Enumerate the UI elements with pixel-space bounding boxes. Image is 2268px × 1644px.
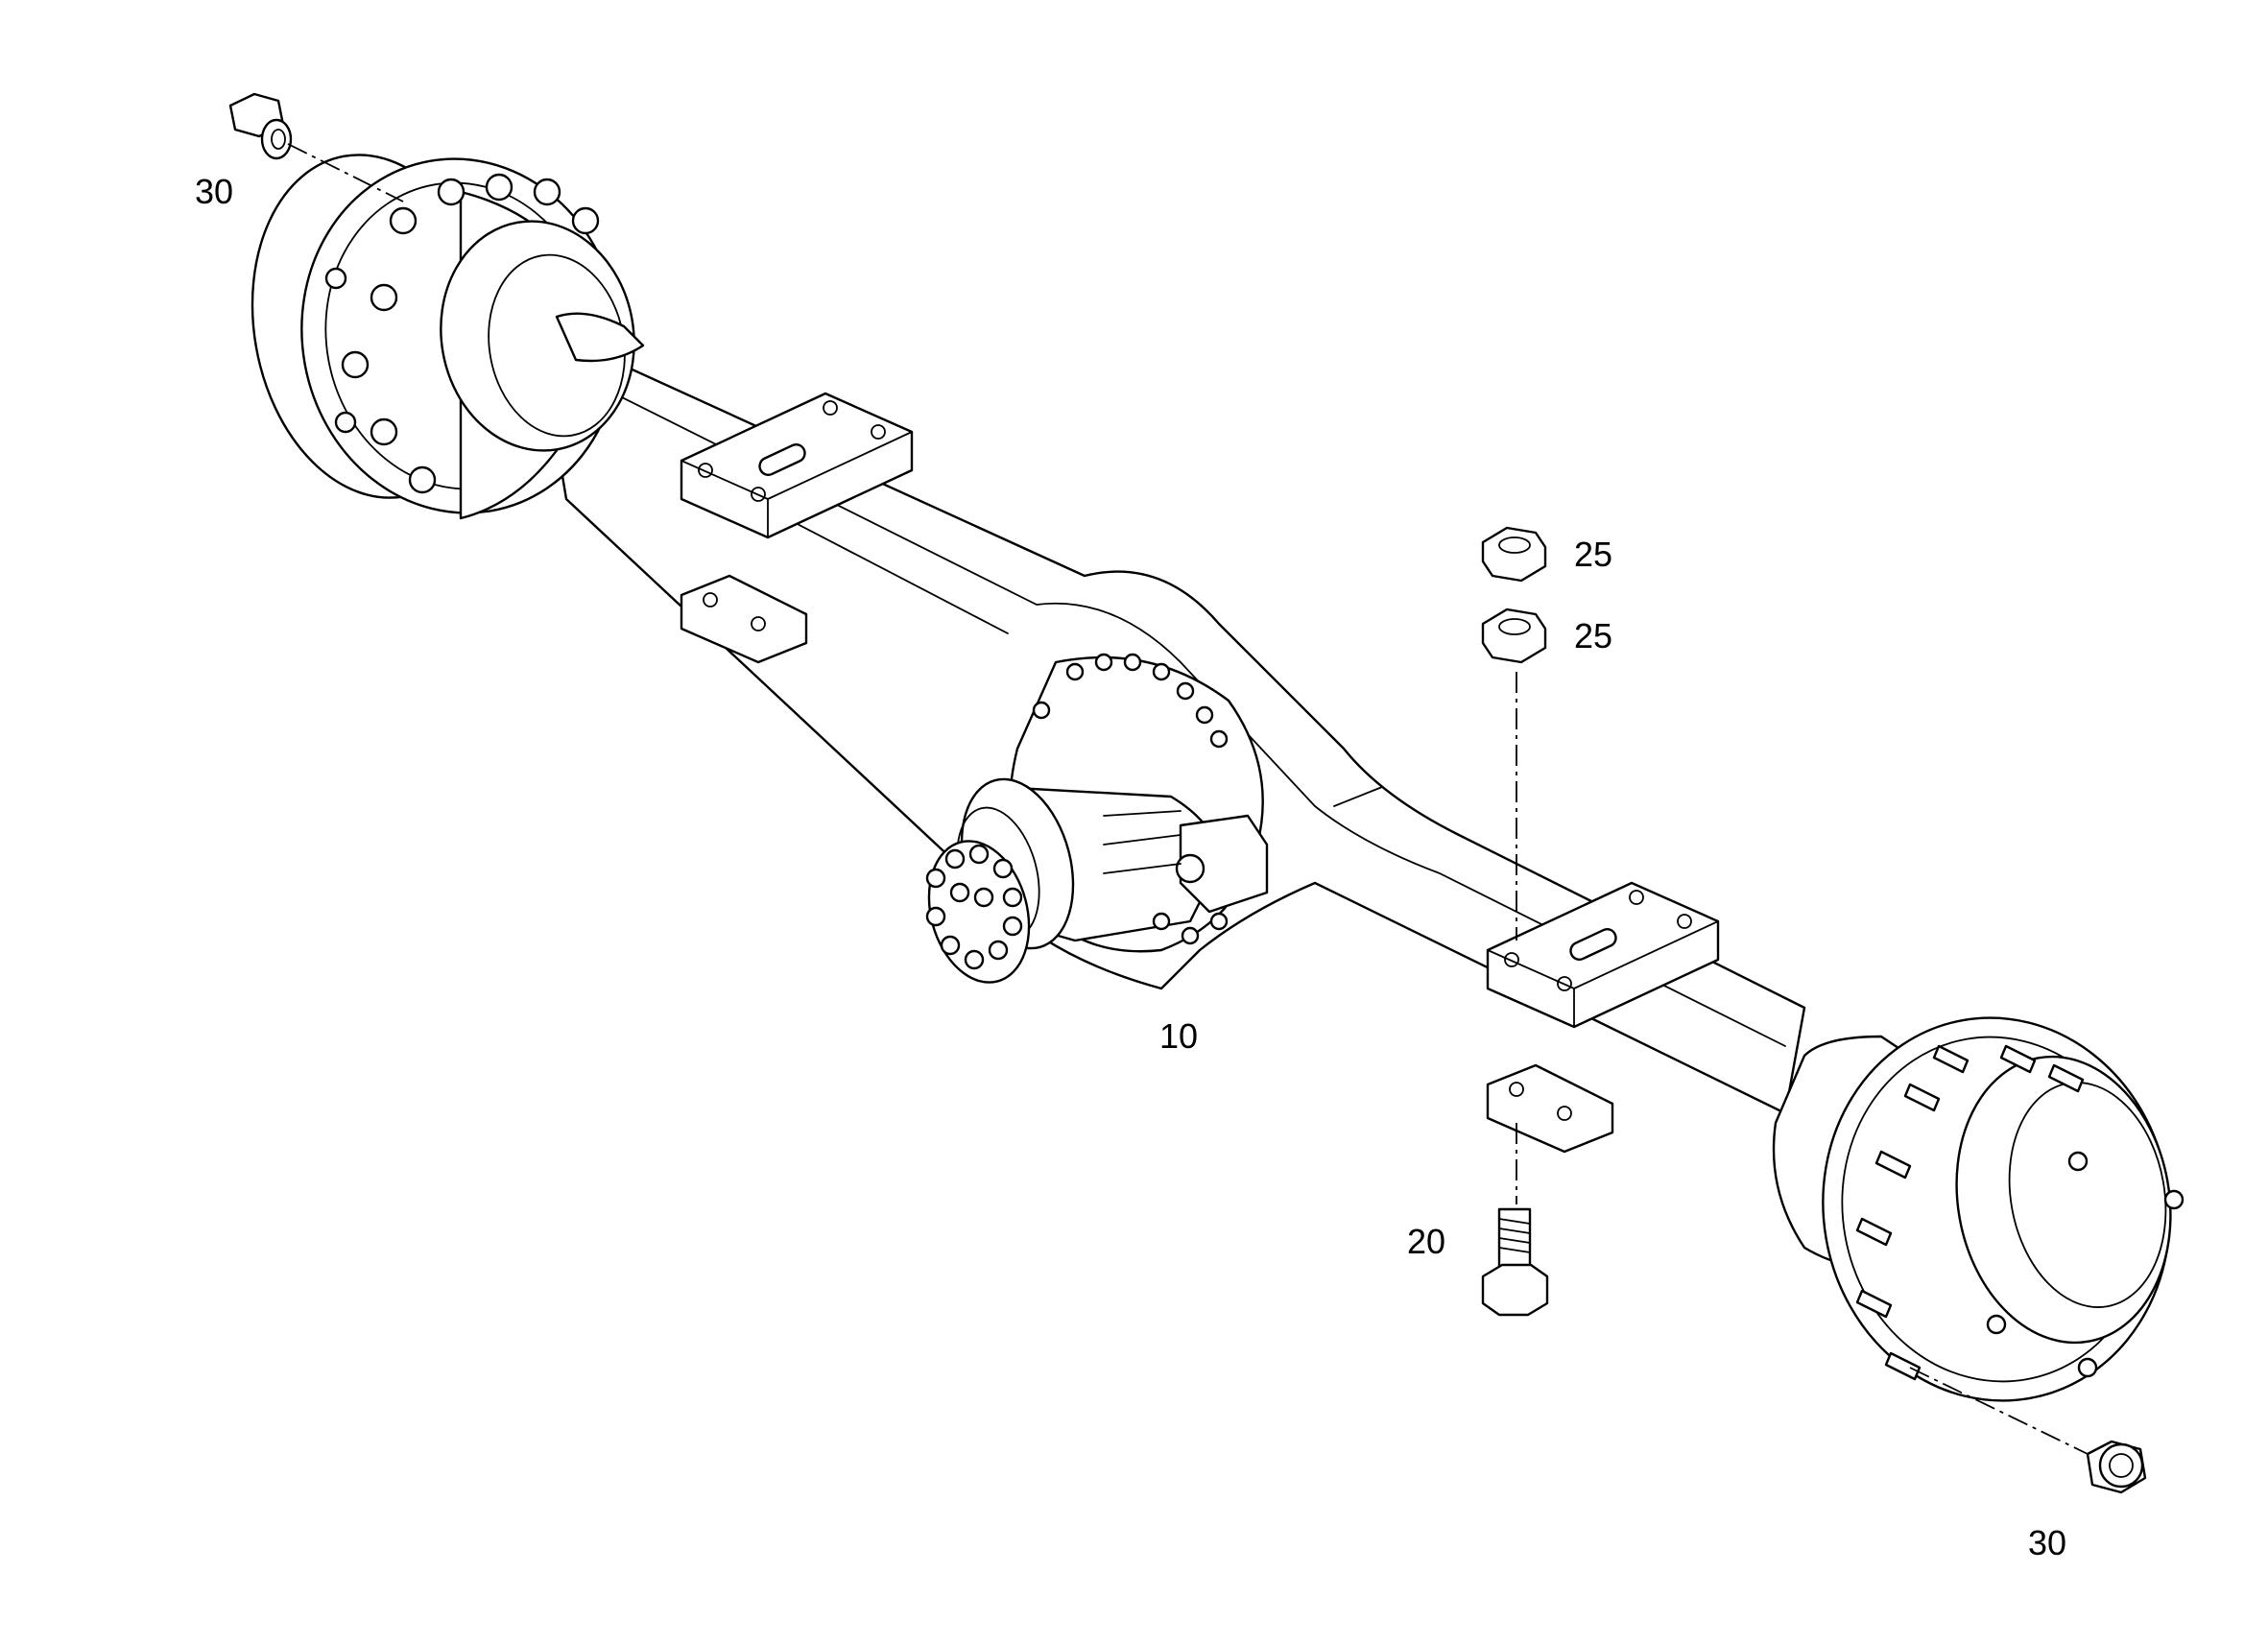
callout-wheel-nut-right: 30 xyxy=(2028,1523,2067,1562)
left-wheel-hub xyxy=(251,154,645,520)
bolt-part xyxy=(1481,1207,1549,1317)
callout-axle-assembly: 10 xyxy=(1159,1016,1199,1056)
callout-nut-upper: 25 xyxy=(1574,535,1613,574)
pinion-flange xyxy=(925,840,1031,984)
callout-wheel-nut-left: 30 xyxy=(195,172,234,211)
wheel-nut-left-part xyxy=(228,92,293,160)
hex-nut-lower-part xyxy=(1481,608,1547,664)
callout-bolt: 20 xyxy=(1407,1222,1446,1261)
right-spring-pad-bottom xyxy=(1486,1063,1614,1154)
wheel-nut-right-part xyxy=(2086,1440,2147,1494)
assembly-lines xyxy=(287,143,2089,1455)
left-spring-pad-bottom xyxy=(680,574,808,664)
callout-nut-lower: 25 xyxy=(1574,616,1613,655)
hex-nut-upper-part xyxy=(1481,526,1547,583)
left-spring-pad-top xyxy=(680,392,914,539)
right-wheel-hub xyxy=(1772,1016,2184,1402)
right-spring-pad-top xyxy=(1486,881,1720,1029)
